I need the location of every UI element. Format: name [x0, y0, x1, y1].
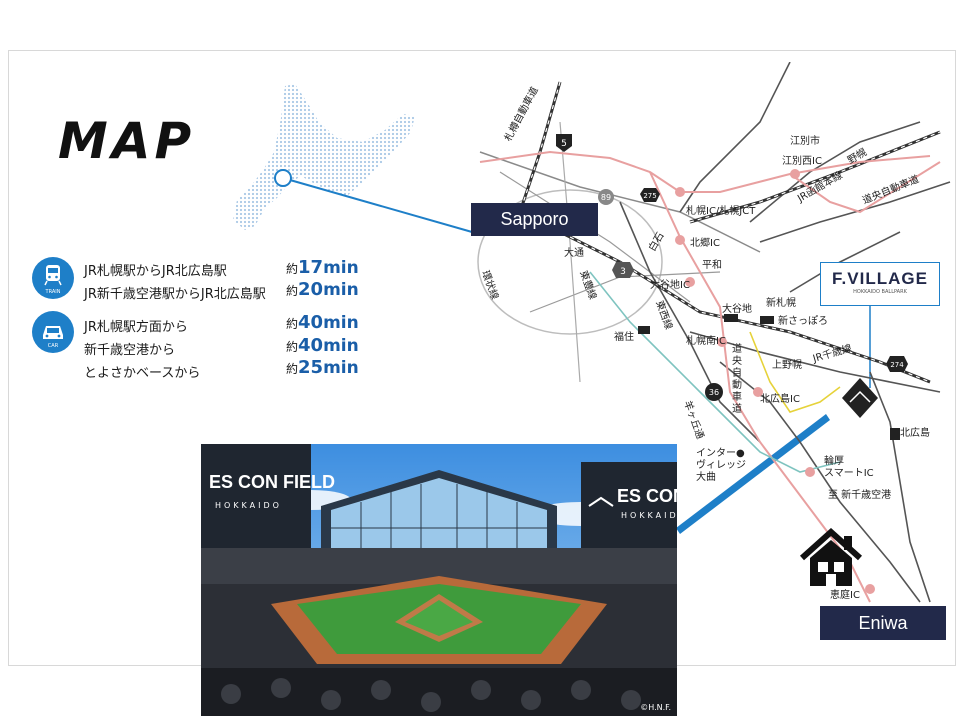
home-icon [799, 528, 863, 586]
svg-text:インター●: インター● [696, 447, 745, 459]
svg-text:福住: 福住 [614, 330, 634, 343]
route-car-1-time: 約40min [286, 312, 359, 333]
eniwa-label: Eniwa [820, 606, 946, 640]
svg-text:北郷IC: 北郷IC [690, 237, 720, 249]
hokkaido-silhouette [233, 84, 415, 230]
station-shin-sapporo [760, 316, 774, 324]
svg-text:新さっぽろ: 新さっぽろ [778, 314, 828, 327]
svg-text:275: 275 [643, 192, 656, 200]
svg-text:平和: 平和 [702, 259, 722, 271]
svg-text:東豊線: 東豊線 [577, 269, 599, 302]
svg-text:北広島: 北広島 [900, 426, 930, 439]
photo-copyright: ©H.N.F. [640, 703, 671, 712]
svg-text:TRAIN: TRAIN [45, 289, 61, 295]
ballpark-marker [842, 378, 878, 418]
svg-text:89: 89 [601, 193, 611, 202]
svg-text:央: 央 [732, 354, 742, 367]
svg-text:車: 車 [732, 390, 742, 403]
fvillage-logo: F.VILLAGE HOKKAIDO BALLPARK [820, 262, 940, 306]
route-car-1-label: JR札幌駅方面から [84, 320, 188, 335]
car-icon: CAR [32, 311, 74, 353]
station-oyachi [724, 314, 738, 322]
regional-map: 5 275 89 3 36 274 札樽自動車道 環状線 東豊線 東西線 大通 … [477, 62, 951, 603]
route-train-1-label: JR札幌駅からJR北広島駅 [84, 264, 227, 279]
svg-text:ヴィレッジ: ヴィレッジ [696, 458, 746, 471]
route-car-2-label: 新千歳空港から [84, 343, 176, 358]
svg-text:北広島IC: 北広島IC [760, 392, 800, 405]
route-car-3-label: とよさかベースから [84, 366, 201, 381]
svg-text:至 新千歳空港: 至 新千歳空港 [828, 488, 891, 501]
svg-text:恵庭IC: 恵庭IC [830, 588, 860, 601]
svg-text:ES CON FIELD: ES CON FIELD [209, 472, 335, 492]
svg-text:大谷地IC: 大谷地IC [650, 278, 690, 291]
svg-text:輪厚: 輪厚 [824, 454, 844, 467]
doo-expressway-vertical-label: 道 央 自 動 車 道 [732, 342, 742, 415]
route-car-3-time: 約25min [286, 357, 359, 378]
svg-text:江別市: 江別市 [790, 134, 820, 147]
route-car-2-time: 約40min [286, 335, 359, 356]
svg-text:CAR: CAR [48, 343, 59, 349]
route-train-2-time: 約20min [286, 279, 359, 300]
svg-text:道: 道 [732, 342, 742, 355]
svg-text:江別西IC: 江別西IC [782, 155, 822, 167]
fvillage-sub: HOKKAIDO BALLPARK [853, 289, 907, 295]
svg-text:5: 5 [561, 139, 567, 149]
page-title: MAP [58, 112, 196, 170]
svg-text:HOKKAIDO: HOKKAIDO [621, 511, 677, 520]
station-kitahiroshima [890, 428, 900, 440]
sapporo-label: Sapporo [471, 203, 598, 236]
svg-text:36: 36 [709, 388, 719, 397]
svg-text:3: 3 [620, 267, 626, 277]
svg-text:ES CON: ES CON [617, 486, 677, 506]
svg-text:上野幌: 上野幌 [772, 358, 802, 371]
fvillage-name: F.VILLAGE [832, 269, 928, 288]
svg-text:東西線: 東西線 [653, 299, 675, 332]
route-train-1-time: 約17min [286, 257, 359, 278]
svg-text:札幌IC/札幌JCT: 札幌IC/札幌JCT [686, 204, 756, 217]
svg-text:274: 274 [890, 361, 904, 369]
svg-text:HOKKAIDO: HOKKAIDO [215, 501, 282, 510]
station-fukuzumi [638, 326, 650, 334]
svg-text:動: 動 [732, 378, 742, 391]
svg-text:札幌南IC: 札幌南IC [686, 334, 726, 347]
train-icon: TRAIN [32, 257, 74, 299]
svg-text:自: 自 [732, 366, 742, 379]
svg-text:新札幌: 新札幌 [766, 296, 796, 309]
svg-text:羊ヶ丘通: 羊ヶ丘通 [681, 399, 707, 441]
svg-text:道: 道 [732, 402, 742, 415]
stadium-photo: ES CON FIELD HOKKAIDO ES CON HOKKAIDO ©H… [201, 444, 677, 716]
svg-text:スマートIC: スマートIC [824, 468, 874, 479]
svg-text:札樽自動車道: 札樽自動車道 [501, 84, 541, 143]
svg-text:大通: 大通 [564, 246, 584, 259]
svg-text:白石: 白石 [645, 230, 666, 254]
svg-text:大谷地: 大谷地 [722, 302, 752, 315]
route-train-2-label: JR新千歳空港駅からJR北広島駅 [84, 287, 266, 302]
svg-text:大曲: 大曲 [696, 470, 716, 483]
